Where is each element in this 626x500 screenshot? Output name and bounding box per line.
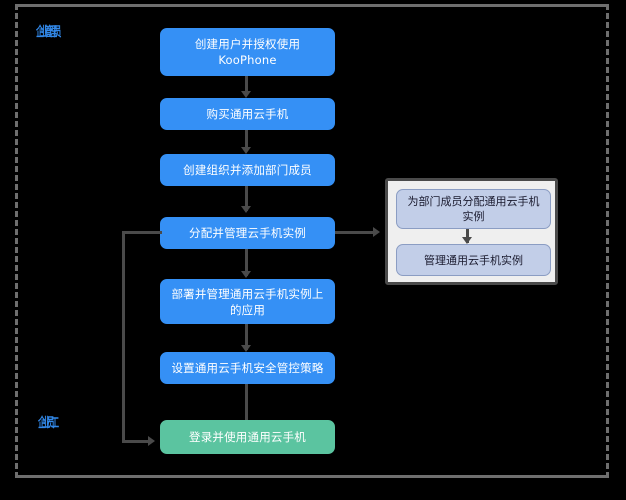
connector-left-rail	[122, 231, 125, 443]
flow-node-step-5-line1: 部署并管理通用云手机实例上	[171, 286, 324, 301]
lane-label-employee: 企业员工	[38, 416, 59, 431]
arrow-4-to-panel	[373, 227, 380, 237]
flow-node-step-1-text: 创建用户并授权使用 KooPhone	[195, 36, 300, 68]
flow-node-step-3[interactable]: 创建组织并添加部门成员	[160, 154, 335, 186]
arrow-3-4	[241, 206, 251, 213]
arrow-1-2	[241, 91, 251, 98]
detail-node-1-text: 为部门成员分配通用云手机 实例	[408, 194, 540, 224]
arrow-4-5	[241, 271, 251, 278]
arrow-into-step-7	[148, 436, 155, 446]
flow-node-step-1-line2: KooPhone	[218, 53, 277, 67]
connector-6-down	[245, 384, 248, 420]
flow-node-step-2-text: 购买通用云手机	[206, 107, 289, 121]
flow-node-step-7[interactable]: 登录并使用通用云手机	[160, 420, 335, 454]
flow-node-step-1-line1: 创建用户并授权使用	[194, 37, 301, 51]
arrow-5-6	[241, 345, 251, 352]
lane-label-admin: 企业管理员	[36, 25, 61, 40]
connector-detail-1-2	[466, 229, 469, 243]
connector-4-5	[245, 249, 248, 276]
flow-node-step-5-text: 部署并管理通用云手机实例上 的应用	[171, 286, 323, 318]
connector-left-bottom	[122, 440, 150, 443]
flow-node-step-5[interactable]: 部署并管理通用云手机实例上 的应用	[160, 279, 335, 324]
detail-node-2-text: 管理通用云手机实例	[424, 253, 523, 267]
arrow-detail-1-2	[462, 237, 472, 244]
detail-node-1[interactable]: 为部门成员分配通用云手机 实例	[396, 189, 551, 229]
flow-node-step-5-line2: 的应用	[229, 302, 266, 317]
flow-node-step-4[interactable]: 分配并管理云手机实例	[160, 217, 335, 249]
connector-1-2	[245, 76, 248, 95]
detail-node-2[interactable]: 管理通用云手机实例	[396, 244, 551, 276]
connector-4-to-panel	[335, 231, 377, 234]
arrow-2-3	[241, 147, 251, 154]
flow-node-step-4-text: 分配并管理云手机实例	[189, 226, 306, 240]
detail-node-1-line2: 实例	[462, 210, 485, 223]
flow-node-step-2[interactable]: 购买通用云手机	[160, 98, 335, 130]
flow-node-step-3-text: 创建组织并添加部门成员	[183, 163, 312, 177]
connector-3-4	[245, 186, 248, 211]
connector-5-6	[245, 324, 248, 350]
flow-node-step-7-text: 登录并使用通用云手机	[189, 430, 306, 444]
detail-panel: 为部门成员分配通用云手机 实例 管理通用云手机实例	[385, 178, 558, 285]
flow-node-step-1[interactable]: 创建用户并授权使用 KooPhone	[160, 28, 335, 76]
connector-left-top	[122, 231, 162, 234]
detail-node-1-line1: 为部门成员分配通用云手机	[407, 195, 540, 208]
connector-2-3	[245, 130, 248, 151]
flow-node-step-6[interactable]: 设置通用云手机安全管控策略	[160, 352, 335, 384]
flow-node-step-6-text: 设置通用云手机安全管控策略	[171, 361, 324, 375]
